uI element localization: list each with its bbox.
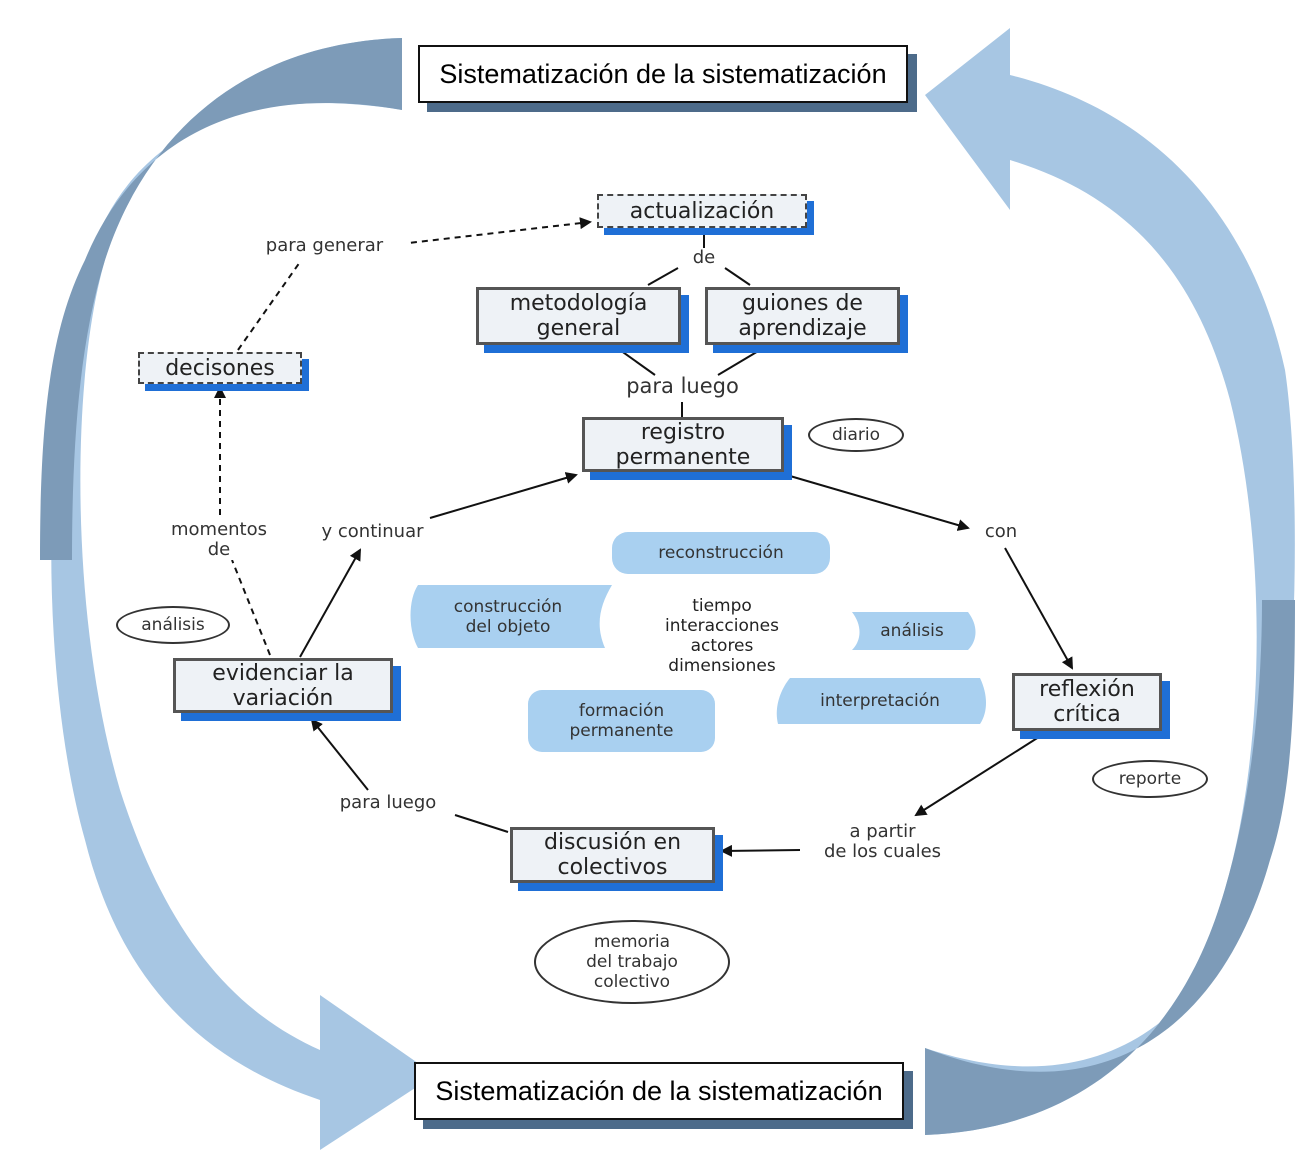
blob-formacion-shape [528,690,715,752]
center-item-interacciones: interacciones [665,616,779,636]
oval-analisis: análisis [116,606,230,644]
memoria-line1: memoria [593,932,671,952]
oval-reporte: reporte [1092,760,1208,798]
oval-reporte-label: reporte [1118,769,1182,789]
oval-diario: diario [808,418,904,452]
memoria-line2: del trabajo [586,952,678,972]
banner-top: Sistematización de la sistematización [418,45,908,103]
node-discusion-line1: discusión en [543,830,682,855]
construccion-line1: construcción [453,596,563,617]
cycle-arrow-right [925,28,1295,1135]
node-reflexion-line1: reflexión [1039,677,1135,702]
node-metodologia-line1: metodología [509,291,648,316]
banner-bottom-text: Sistematización de la sistematización [435,1075,883,1106]
cycle-arrow-right-dark [925,600,1295,1135]
memoria-line3: colectivo [593,972,671,992]
blob-reconstruccion-shape [612,532,830,574]
a-partir-line2: de los cuales [823,841,942,862]
blob-construccion-shape [410,585,612,648]
node-evidenciar-line1: evidenciar la [212,660,354,686]
momentos-line1: momentos [170,519,267,540]
momentos-line2: de [207,539,231,560]
center-item-dimensiones: dimensiones [668,656,776,676]
oval-analisis-label: análisis [141,615,205,635]
blob-interpretacion: interpretación [820,691,940,711]
center-list: tiempo interacciones actores dimensiones [630,596,814,676]
cycle-arrow-left-dark [40,38,402,560]
link-label-para-generar: para generar [242,236,407,256]
link-label-y-continuar: y continuar [300,522,445,542]
node-decisones: decisones [138,352,302,384]
blob-interpretacion-shape [776,678,986,724]
node-evidenciar-line2: variación [232,685,334,711]
formacion-line2: permanente [569,721,674,741]
node-guiones-line2: aprendizaje [738,316,867,341]
oval-memoria: memoria del trabajo colectivo [534,920,730,1004]
node-metodologia-line2: general [536,316,621,341]
node-reflexion-line2: crítica [1053,702,1121,727]
banner-bottom: Sistematización de la sistematización [414,1062,904,1120]
oval-diario-label: diario [831,425,881,445]
blob-analisis: análisis [880,621,944,641]
node-actualizacion: actualización [597,194,807,228]
node-registro-line1: registro [640,419,726,445]
center-item-tiempo: tiempo [692,596,752,616]
node-decisones-label: decisones [165,355,275,381]
link-label-de: de [685,248,723,268]
banner-top-text: Sistematización de la sistematización [439,58,887,89]
a-partir-line1: a partir [849,821,916,842]
node-registro-line2: permanente [615,444,751,470]
blob-analisis-shape [852,612,976,650]
link-label-para-luego-top: para luego [600,376,765,397]
link-label-para-luego-bottom: para luego [318,793,458,813]
cycle-arrow-left [51,38,435,1150]
construccion-line2: del objeto [465,616,551,637]
node-actualizacion-label: actualización [629,198,775,224]
formacion-line1: formación [578,701,665,721]
blob-reconstruccion: reconstrucción [658,543,784,563]
node-guiones-line1: guiones de [742,291,863,316]
link-label-con: con [972,522,1030,542]
center-item-actores: actores [690,636,754,656]
node-discusion-line2: colectivos [557,855,668,880]
